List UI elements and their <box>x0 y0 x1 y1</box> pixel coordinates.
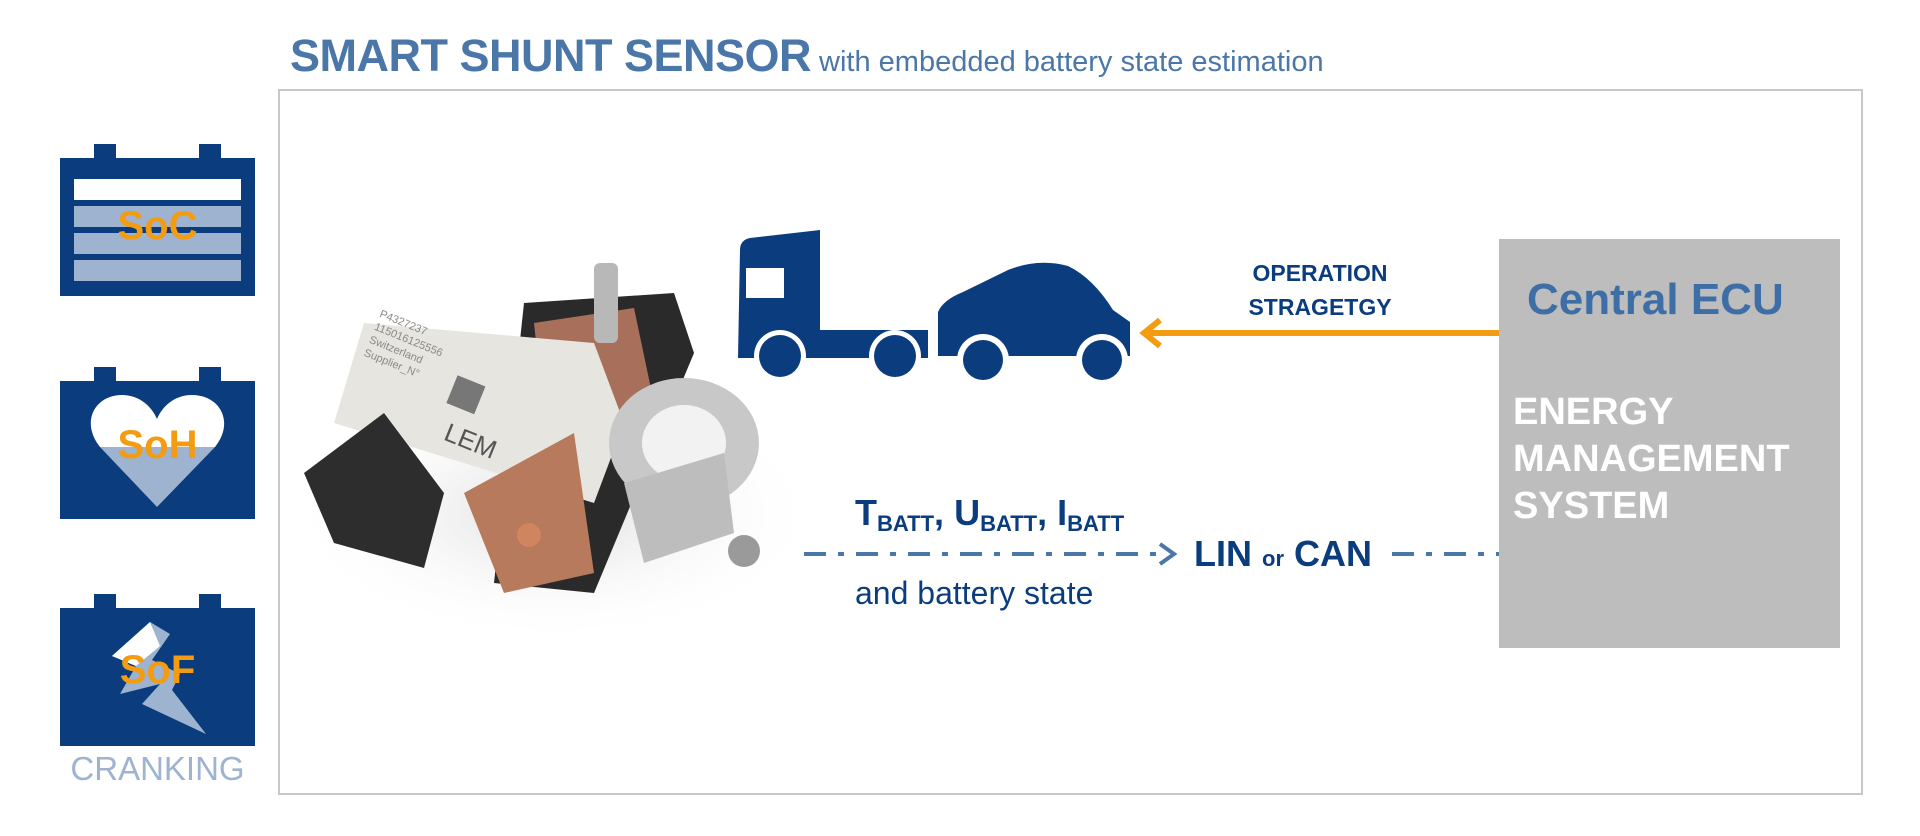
sof-battery-icon: SoF <box>60 594 255 746</box>
data-arrow <box>804 541 1179 572</box>
subscript: BATT <box>877 511 935 536</box>
signals-label: TBATT, UBATT, IBATT <box>855 492 1124 537</box>
ems-line: SYSTEM <box>1513 485 1670 527</box>
car-icon <box>938 262 1130 386</box>
title-subtitle: with embedded battery state estimation <box>819 46 1324 78</box>
truck-icon <box>738 230 928 382</box>
subscript: BATT <box>980 511 1038 536</box>
t-symbol: T <box>855 492 877 533</box>
can-label: CAN <box>1294 533 1373 574</box>
soh-battery-icon: SoH <box>60 367 255 519</box>
operation-line: OPERATION <box>1252 260 1388 286</box>
soc-battery-icon: SoC <box>60 144 255 296</box>
ems-line: ENERGY <box>1513 391 1674 433</box>
strategy-line: STRAGETGY <box>1248 294 1392 320</box>
subscript: BATT <box>1067 511 1125 536</box>
battery-state-label: and battery state <box>855 575 1094 611</box>
bus-label: LIN or CAN <box>1194 533 1372 575</box>
operation-strategy-label: OPERATION STRAGETGY <box>1220 256 1420 324</box>
sof-label: SoF <box>119 648 196 692</box>
soc-label: SoC <box>117 204 198 248</box>
separator: , <box>1037 492 1048 533</box>
operation-arrow <box>1138 317 1500 353</box>
u-symbol: U <box>954 492 981 533</box>
ecu-title: Central ECU <box>1527 275 1784 324</box>
lin-label: LIN <box>1194 533 1252 574</box>
vehicles-illustration <box>738 230 1140 387</box>
energy-management-system-label: ENERGY MANAGEMENT SYSTEM <box>1513 389 1790 530</box>
ems-line: MANAGEMENT <box>1513 438 1790 480</box>
central-ecu-box: Central ECU ENERGY MANAGEMENT SYSTEM <box>1499 239 1840 648</box>
soh-label: SoH <box>117 423 198 467</box>
i-symbol: I <box>1057 492 1068 533</box>
title-main: SMART SHUNT SENSOR <box>290 30 812 81</box>
cranking-caption: CRANKING <box>70 750 245 787</box>
bolt-icon <box>594 263 618 343</box>
or-label: or <box>1262 546 1285 571</box>
bus-link-line <box>1392 541 1499 572</box>
smart-shunt-sensor-image: P4327237 115016125556 Switzerland Suppli… <box>284 263 824 648</box>
diagram-frame <box>278 89 1863 795</box>
separator: , <box>934 492 945 533</box>
